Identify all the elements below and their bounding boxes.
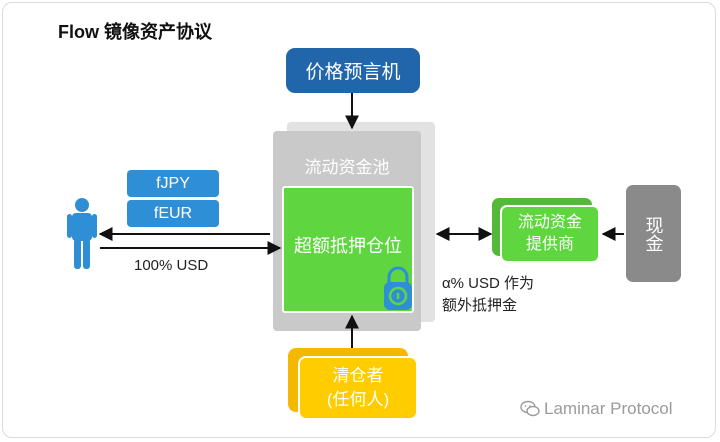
user-flow-label: 100% USD bbox=[134, 257, 209, 274]
provider-flow-label-line1: α% USD 作为 bbox=[442, 275, 535, 292]
diagram-frame bbox=[2, 2, 716, 438]
cash-label: 现金 bbox=[643, 215, 664, 252]
liquidator-line1: 清仓者 bbox=[332, 366, 384, 385]
provider-flow-label: α% USD 作为 额外抵押金 bbox=[442, 273, 582, 317]
person-icon bbox=[67, 198, 97, 269]
token-fjpy: fJPY bbox=[127, 170, 219, 197]
liquidity-provider-line1: 流动资金 bbox=[517, 214, 582, 231]
lock-icon bbox=[384, 266, 412, 310]
liquidity-pool-label: 流动资金池 bbox=[304, 158, 390, 177]
wechat-icon bbox=[520, 400, 540, 417]
token-feur-label: fEUR bbox=[153, 204, 193, 222]
liquidity-provider-line2: 提供商 bbox=[525, 236, 574, 253]
diagram-title: Flow 镜像资产协议 bbox=[58, 22, 212, 42]
token-feur: fEUR bbox=[127, 200, 219, 227]
price-oracle-box: 价格预言机 bbox=[286, 48, 420, 93]
watermark: Laminar Protocol bbox=[520, 399, 673, 419]
collateral-position-label: 超额抵押仓位 bbox=[294, 236, 402, 256]
cash-box: 现金 bbox=[626, 185, 681, 282]
liquidator-box: 清仓者 (任何人) bbox=[298, 356, 418, 420]
liquidity-provider-box: 流动资金 提供商 bbox=[500, 205, 600, 263]
liquidator-line2: (任何人) bbox=[326, 390, 390, 409]
price-oracle-label: 价格预言机 bbox=[305, 62, 401, 83]
watermark-text: Laminar Protocol bbox=[544, 399, 673, 418]
provider-flow-label-line2: 额外抵押金 bbox=[442, 297, 518, 314]
token-fjpy-label: fJPY bbox=[156, 174, 190, 192]
